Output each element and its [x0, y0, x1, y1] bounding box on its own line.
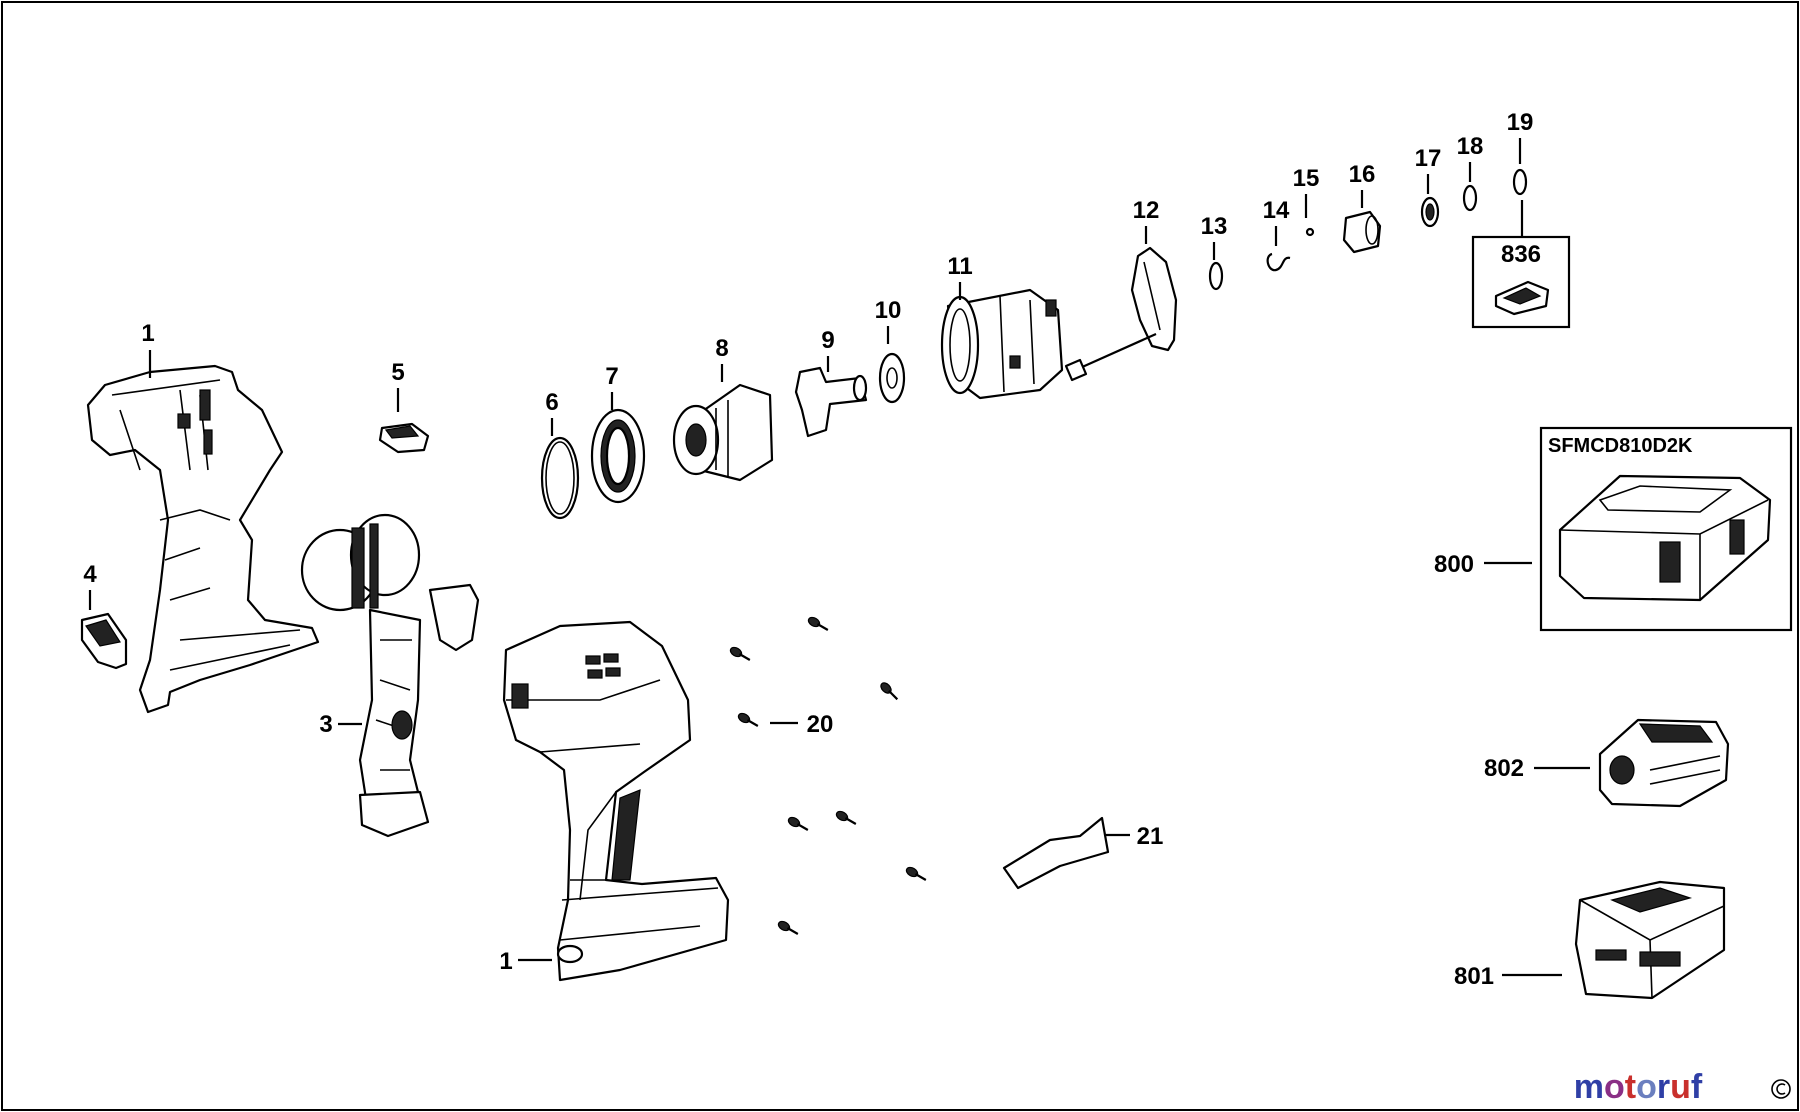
label-10: 10 — [875, 297, 902, 324]
part-7-ring-gear — [590, 408, 646, 504]
label-802: 802 — [1484, 755, 1524, 782]
part-21-label — [1002, 816, 1110, 890]
part-800-case — [1558, 474, 1772, 602]
part-20-screws — [729, 616, 927, 935]
part-1-housing-assembled — [502, 620, 730, 982]
copyright-c-mark — [1776, 1083, 1786, 1095]
label-1-bottom: 1 — [499, 948, 512, 975]
part-6-o-ring — [540, 436, 580, 520]
screw — [729, 646, 751, 661]
part-801-charger — [1574, 880, 1726, 1000]
label-8: 8 — [715, 335, 728, 362]
part-10-washer — [878, 352, 906, 404]
label-17: 17 — [1415, 145, 1442, 172]
part-17-bushing — [1420, 196, 1440, 228]
part-836-bit — [1494, 280, 1550, 316]
label-836: 836 — [1501, 241, 1541, 268]
label-12: 12 — [1133, 197, 1160, 224]
part-3-motor-assembly — [300, 513, 480, 838]
label-14: 14 — [1263, 197, 1290, 224]
part-802-battery — [1598, 718, 1730, 808]
part-8-gearbox — [672, 383, 774, 482]
screw — [787, 816, 809, 831]
part-4-badge — [80, 612, 128, 670]
copyright-icon — [1771, 1079, 1791, 1099]
label-801: 801 — [1454, 963, 1494, 990]
label-20: 20 — [807, 711, 834, 738]
screw — [905, 866, 927, 881]
label-1-left: 1 — [141, 320, 154, 347]
label-21: 21 — [1137, 823, 1164, 850]
part-9-spindle — [794, 366, 868, 438]
label-7: 7 — [605, 363, 618, 390]
part-1-housing-left — [86, 364, 320, 714]
part-18-ring — [1462, 184, 1478, 212]
screw — [807, 616, 829, 631]
screw — [880, 682, 899, 701]
part-11-clutch-housing — [940, 288, 1064, 400]
watermark-brand: motoruf — [1574, 1068, 1703, 1106]
label-9: 9 — [821, 327, 834, 354]
screw — [835, 810, 857, 825]
kit-title: SFMCD810D2K — [1548, 435, 1693, 457]
part-13-ring — [1208, 261, 1224, 291]
label-800: 800 — [1434, 551, 1474, 578]
label-3: 3 — [319, 711, 332, 738]
label-19: 19 — [1507, 109, 1534, 136]
label-13: 13 — [1201, 213, 1228, 240]
part-5-clip — [378, 422, 430, 454]
label-6: 6 — [545, 389, 558, 416]
part-16-sleeve — [1342, 210, 1382, 254]
label-15: 15 — [1293, 165, 1320, 192]
label-4: 4 — [83, 561, 97, 588]
part-15-ball — [1305, 227, 1315, 237]
label-5: 5 — [391, 359, 404, 386]
screw — [777, 920, 799, 935]
part-19-ring — [1512, 168, 1528, 196]
part-14-spring-clip — [1266, 252, 1291, 272]
label-11: 11 — [947, 253, 972, 280]
part-12-led-cover — [1064, 246, 1178, 382]
label-16: 16 — [1349, 161, 1376, 188]
label-18: 18 — [1457, 133, 1484, 160]
screw — [737, 712, 759, 727]
